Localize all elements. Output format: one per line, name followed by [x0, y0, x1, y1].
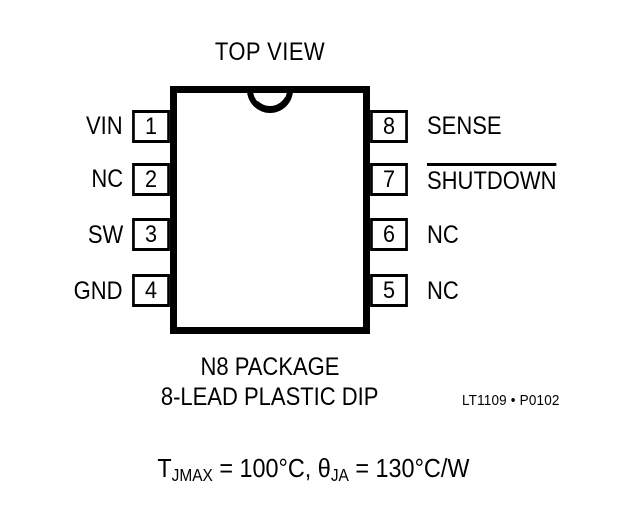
active-low-overbar: SHUTDOWN	[427, 163, 557, 196]
package-caption-2: 8-LEAD PLASTIC DIP	[0, 382, 540, 412]
pin-label-sw: SW	[87, 221, 123, 249]
pin-label-sense: SENSE	[427, 112, 502, 140]
pin-box-2: 2	[132, 163, 170, 196]
package-notch-icon	[247, 89, 293, 113]
tj-symbol: T	[157, 453, 172, 483]
pin-box-1: 1	[132, 110, 170, 143]
tj-value: = 100°C,	[212, 453, 318, 483]
pin-label-nc-6: NC	[427, 221, 459, 249]
pin-box-5: 5	[370, 274, 408, 307]
pin-label-nc-5: NC	[427, 277, 459, 305]
thermal-spec-text: TJMAX = 100°C, θJA = 130°C/W	[157, 452, 469, 491]
pin-label-vin: VIN	[86, 112, 123, 140]
package-body-outline	[170, 86, 370, 334]
caption-line-package-name: N8 PACKAGE	[200, 353, 340, 381]
part-marking: LT1109 • P0102	[462, 392, 560, 409]
theta-subscript: JA	[330, 464, 349, 485]
pin-label-nc-2: NC	[91, 165, 123, 193]
package-caption: N8 PACKAGE	[0, 352, 540, 382]
pin-box-4: 4	[132, 274, 170, 307]
pin-box-7: 7	[370, 163, 408, 196]
caption-line-package-type: 8-LEAD PLASTIC DIP	[161, 383, 379, 411]
tj-subscript: JMAX	[171, 464, 213, 485]
page-title: TOP VIEW	[214, 38, 326, 66]
pin-label-gnd: GND	[74, 277, 123, 305]
pin-box-6: 6	[370, 218, 408, 251]
theta-symbol: θ	[317, 453, 331, 483]
theta-value: = 130°C/W	[348, 453, 470, 483]
pin-label-shutdown: SHUTDOWN	[427, 163, 557, 196]
pin-box-8: 8	[370, 110, 408, 143]
pin-box-3: 3	[132, 218, 170, 251]
thermal-specification: TJMAX = 100°C, θJA = 130°C/W	[0, 452, 627, 491]
